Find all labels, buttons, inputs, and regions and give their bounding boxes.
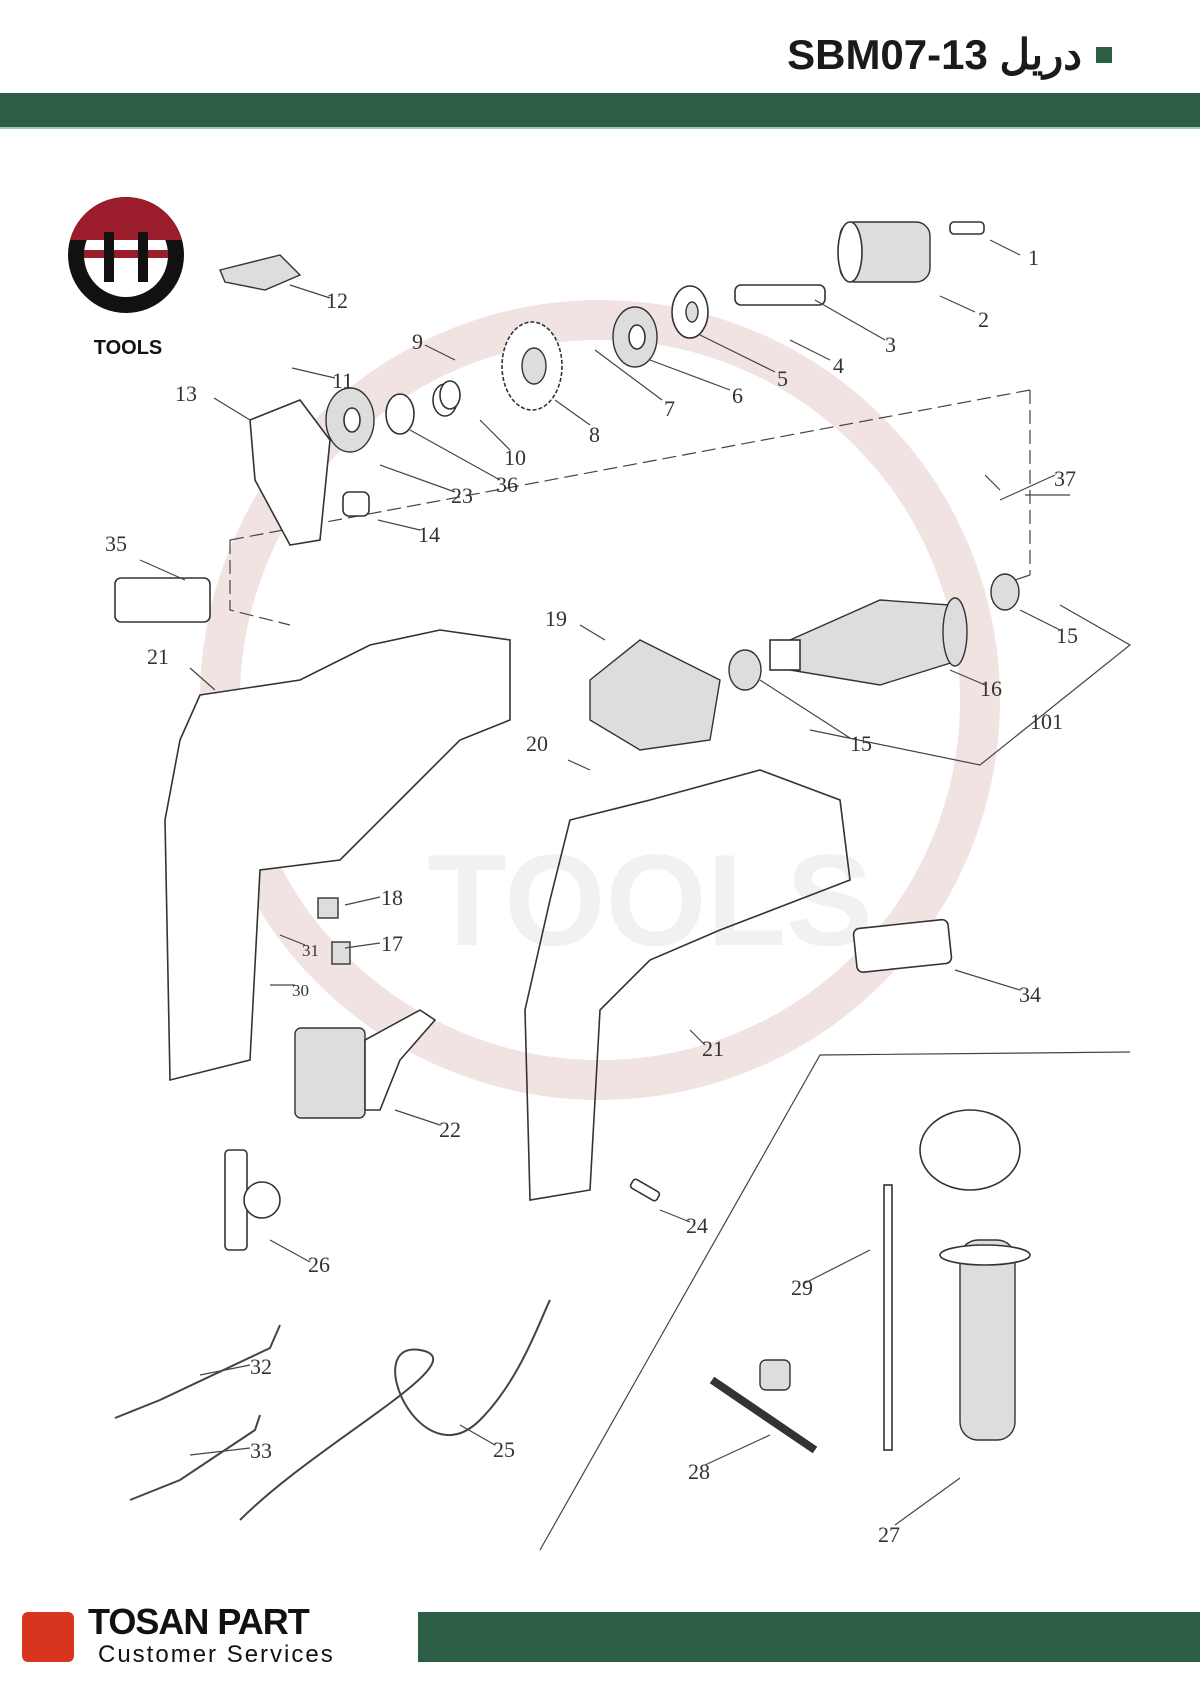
part-label: 17 [381,931,403,956]
header-bar [0,93,1200,129]
bearing-23 [325,387,375,453]
part-label: 19 [545,606,567,631]
spindle [734,284,826,306]
gear [501,321,563,411]
part-label: 18 [381,885,403,910]
side-handle [919,1109,1031,1441]
depth-rod [883,1184,893,1451]
bearing-6 [612,306,658,368]
title-text: SBM07-13 دریل [787,31,1082,78]
part-labels: 1 2 3 4 5 6 7 8 9 10 11 12 13 14 15 15 1… [105,245,1078,1547]
label-plate-35 [114,577,211,623]
washer [671,285,709,339]
part-label: 13 [175,381,197,406]
stator [589,639,721,751]
spring-10 [432,380,461,417]
screw-24 [629,1178,661,1202]
part-label: 32 [250,1354,272,1379]
part-label: 35 [105,531,127,556]
label-plate-34 [852,918,953,973]
part-label: 10 [504,445,526,470]
housing-right [524,769,851,1201]
part-label: 29 [791,1275,813,1300]
part-label: 37 [1054,466,1076,491]
part-label: 15 [1056,623,1078,648]
part-label: 1 [1028,245,1039,270]
power-cord [239,1299,551,1521]
part-label: 11 [332,368,353,393]
chuck-screw [949,221,985,235]
logo-text: TOOLS [94,337,163,359]
part-label: 33 [250,1438,272,1463]
part-label: 6 [732,383,743,408]
footer-bar [418,1612,1200,1662]
washer-36 [385,393,415,435]
part-label: 22 [439,1117,461,1142]
part-label: 23 [451,483,473,508]
part-label: 15 [850,731,872,756]
part-label: 16 [980,676,1002,701]
part-label: 8 [589,422,600,447]
part-label: 34 [1019,982,1041,1007]
tools-logo: TOOLS [68,197,184,359]
armature [769,597,968,686]
part-label: 14 [418,522,440,547]
thumbs-up-logo-icon [22,1612,74,1662]
part-label: 27 [878,1522,900,1547]
housing-left [164,629,511,1082]
part-label: 36 [496,472,518,497]
watermark-text: TOOLS [427,827,872,973]
part-label: 28 [688,1459,710,1484]
footer-subtitle: Customer Services [98,1641,335,1668]
part-label: 4 [833,353,844,378]
part-label: 3 [885,332,896,357]
part-label: 21 [147,644,169,669]
leader-lines [139,239,1061,1526]
part-label: 24 [686,1213,708,1238]
bearing-15 [728,573,1020,691]
title-bullet [1096,46,1112,63]
part-label: 21 [702,1036,724,1061]
part-label: 2 [978,307,989,332]
chuck [837,221,931,283]
footer-brand: TOSAN PART [88,1601,310,1642]
wire-33 [129,1414,261,1501]
part-label: 12 [326,288,348,313]
brush-holder-26 [224,1149,281,1251]
part-label: 25 [493,1437,515,1462]
switch-lever-12 [219,254,302,291]
chuck-key [709,1359,818,1454]
part-label: 31 [302,941,319,960]
bushing-14 [342,491,370,517]
gear-cover [249,399,331,546]
part-label: 26 [308,1252,330,1277]
part-label: 30 [292,981,309,1000]
part-label: 101 [1030,709,1063,734]
parts-17-18 [317,897,351,965]
switch-22 [294,1009,437,1119]
page-title: SBM07-13 دریل [787,30,1112,79]
part-label: 7 [664,396,675,421]
part-label: 5 [777,366,788,391]
part-label: 20 [526,731,548,756]
wire-32 [114,1324,281,1419]
part-label: 9 [412,329,423,354]
